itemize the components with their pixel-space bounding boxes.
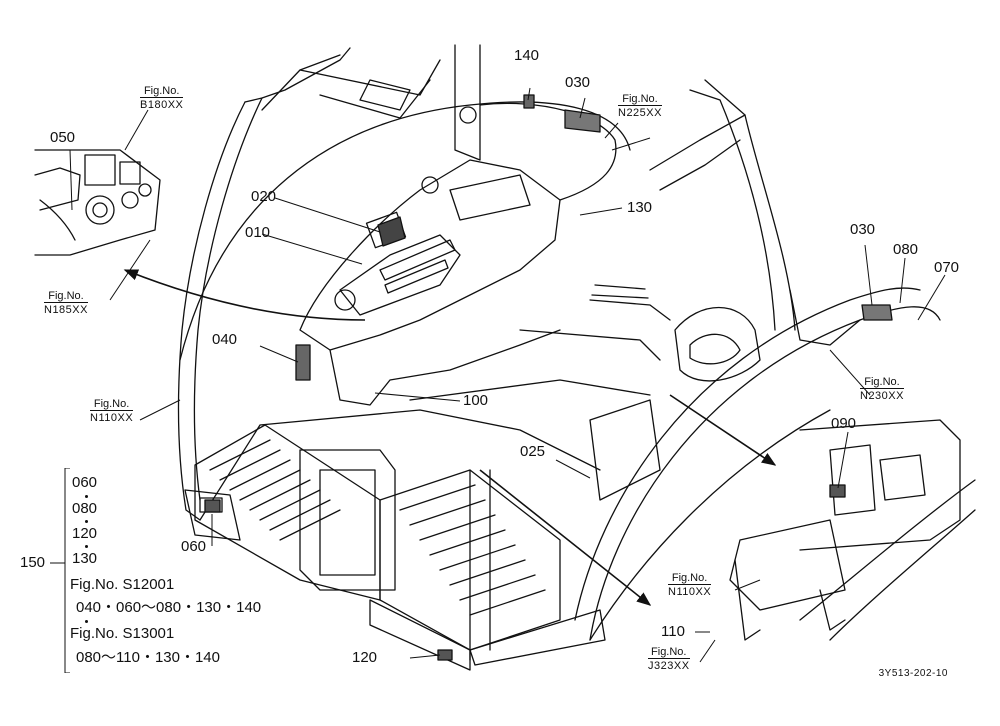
fig-ref-s12001-label: Fig.No. S12001 [70,576,175,593]
callout-025: 025 [520,443,546,460]
fig-ref-n225xx: Fig.No. N225XX [618,93,662,119]
callout-110: 110 [661,623,685,640]
fig-ref-s13001-label: Fig.No. S13001 [70,625,175,642]
item-separator-dot [85,545,88,548]
item-separator-dot [85,520,88,523]
callout-010: 010 [245,224,271,241]
document-id: 3Y513-202-10 [878,668,948,679]
fig-ref-j323xx: Fig.No. J323XX [648,646,690,672]
callout-030-right: 030 [850,221,876,238]
callout-130: 130 [627,199,653,216]
fig-ref-n110xx-right: Fig.No. N110XX [668,572,712,598]
fig-ref-s12001-parts: 040・060～080・130・140 [76,599,262,616]
fig-ref-s13001-parts: 080～110・130・140 [76,649,220,666]
fig-ref-b180xx: Fig.No. B180XX [140,85,184,111]
callout-140: 140 [514,47,540,64]
callout-030-top: 030 [565,74,591,91]
callout-020: 020 [251,188,277,205]
group-item-130: 130 [72,550,98,567]
group-item-080: 080 [72,500,98,517]
callout-120: 120 [352,649,378,666]
fig-ref-n185xx: Fig.No. N185XX [44,290,88,316]
parts-group-legend: 150 060 080 120 130 Fig.No. S12001 040・0… [20,468,320,673]
fig-ref-n110xx-left: Fig.No. N110XX [90,398,134,424]
callout-090: 090 [831,415,857,432]
item-separator-dot [85,495,88,498]
item-separator-dot [85,620,88,623]
legend-bracket [50,468,70,673]
group-item-060: 060 [72,474,98,491]
callout-100: 100 [463,392,489,409]
fig-ref-n230xx: Fig.No. N230XX [860,376,904,402]
group-item-120: 120 [72,525,98,542]
group-number-150: 150 [20,554,46,571]
callout-080: 080 [893,241,919,258]
callout-050: 050 [50,129,76,146]
callout-070: 070 [934,259,960,276]
callout-060: 060 [181,538,207,555]
callout-040: 040 [212,331,238,348]
